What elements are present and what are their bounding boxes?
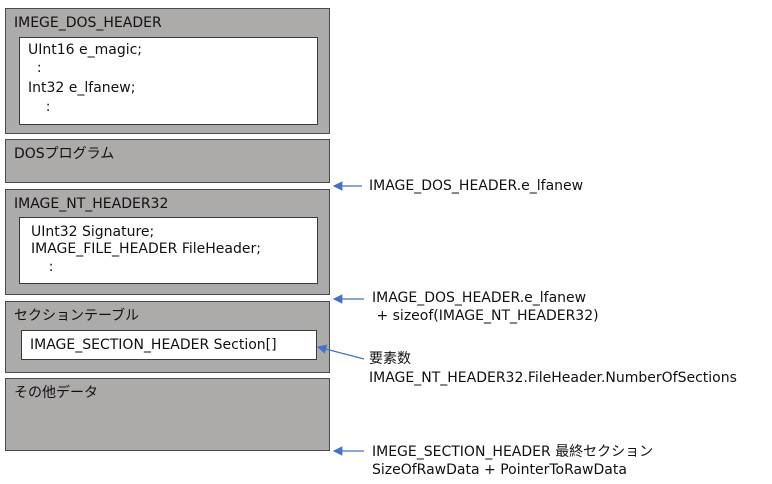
other-data-title: その他データ — [14, 385, 98, 401]
annotation-section-offset-1: IMAGE_DOS_HEADER.e_lfanew — [372, 290, 587, 306]
field-ellipsis: : — [31, 259, 54, 275]
section-table-block: セクションテーブル IMAGE_SECTION_HEADER Section[] — [5, 301, 330, 373]
annotation-other-offset-1: IMEGE_SECTION_HEADER 最終セクション — [372, 444, 654, 460]
dos-header-fields: UInt16 e_magic; : Int32 e_lfanew; : — [19, 37, 318, 125]
section-table-title: セクションテーブル — [14, 308, 140, 324]
field-ellipsis: : — [28, 60, 42, 76]
field-section-array: IMAGE_SECTION_HEADER Section[] — [30, 337, 277, 353]
nt-header-fields: UInt32 Signature; IMAGE_FILE_HEADER File… — [19, 217, 318, 284]
annotation-nt-offset: IMAGE_DOS_HEADER.e_lfanew — [369, 178, 584, 194]
field-ellipsis: : — [28, 99, 51, 115]
dos-header-block: IMEGE_DOS_HEADER UInt16 e_magic; : Int32… — [5, 8, 330, 134]
annotation-section-offset-2: + sizeof(IMAGE_NT_HEADER32) — [372, 308, 599, 324]
dos-program-block: DOSプログラム — [5, 139, 330, 183]
dos-header-title: IMEGE_DOS_HEADER — [14, 15, 162, 31]
section-array: IMAGE_SECTION_HEADER Section[] — [21, 330, 317, 360]
nt-header-block: IMAGE_NT_HEADER32 UInt32 Signature; IMAG… — [5, 189, 330, 295]
nt-header-title: IMAGE_NT_HEADER32 — [14, 196, 169, 212]
field-file-header: IMAGE_FILE_HEADER FileHeader; — [31, 241, 261, 257]
other-data-block: その他データ — [5, 378, 330, 451]
field-signature: UInt32 Signature; — [31, 224, 155, 240]
annotation-element-count-2: IMAGE_NT_HEADER32.FileHeader.NumberOfSec… — [369, 370, 737, 386]
dos-program-title: DOSプログラム — [14, 146, 115, 162]
field-e-magic: UInt16 e_magic; — [28, 42, 143, 58]
annotation-element-count-1: 要素数 — [369, 351, 411, 367]
annotation-other-offset-2: SizeOfRawData + PointerToRawData — [372, 462, 627, 478]
arrow-element-count — [316, 344, 365, 360]
field-e-lfanew: Int32 e_lfanew; — [28, 80, 136, 96]
